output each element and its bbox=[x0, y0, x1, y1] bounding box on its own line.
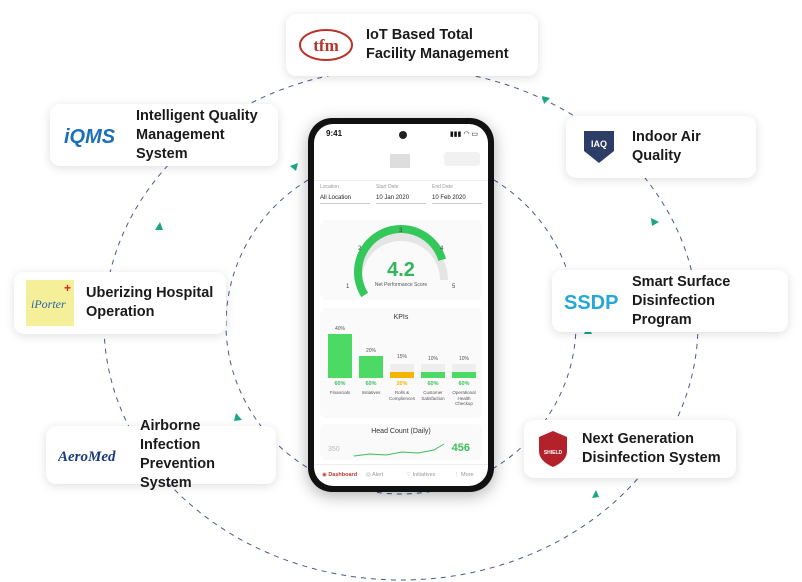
kpi-target-label: 15% bbox=[396, 353, 407, 360]
kpi-bar bbox=[452, 372, 476, 378]
card-label: Next Generation Disinfection System bbox=[582, 431, 721, 466]
card-shield[interactable]: SHIELD Next Generation Disinfection Syst… bbox=[524, 420, 736, 478]
iqms-logo: iQMS bbox=[62, 120, 124, 150]
card-aeromed[interactable]: AeroMed Airborne Infection Prevention Sy… bbox=[46, 418, 276, 491]
aeromed-logo: AeroMed bbox=[58, 444, 128, 466]
svg-text:SHIELD: SHIELD bbox=[544, 450, 563, 456]
kpi-actual-label: 20% bbox=[396, 381, 408, 387]
app-header bbox=[314, 144, 488, 181]
nav-dashboard[interactable]: ◉ Dashboard bbox=[322, 472, 358, 478]
kpi-title: KPIs bbox=[393, 314, 409, 321]
arrow-icon bbox=[155, 222, 163, 230]
kpi-category-label: Initiatives bbox=[361, 390, 381, 395]
kpi-category-label: Rolls & Compliences bbox=[388, 390, 415, 401]
gauge-tick: 2 bbox=[358, 246, 362, 252]
headcount-value: 456 bbox=[451, 442, 470, 454]
arrow-icon bbox=[542, 96, 550, 104]
gauge-tick: 4 bbox=[440, 246, 444, 252]
svg-text:iPorter: iPorter bbox=[31, 297, 66, 311]
ssdp-logo: SSDP bbox=[564, 287, 620, 315]
iaq-logo: IAQ bbox=[578, 127, 620, 167]
gauge-value: 4.2 bbox=[387, 259, 415, 281]
arrow-icon bbox=[651, 218, 659, 226]
arrow-icon bbox=[234, 413, 242, 421]
svg-text:IAQ: IAQ bbox=[591, 139, 607, 149]
gauge-label: Net Performance Score bbox=[375, 282, 427, 288]
kpi-bar bbox=[328, 334, 352, 378]
tfm-logo: tfm bbox=[298, 28, 354, 62]
headcount-panel: Head Count (Daily) 350 456 bbox=[320, 424, 482, 460]
kpi-target-label: 10% bbox=[427, 356, 438, 362]
svg-text:+: + bbox=[64, 281, 71, 295]
headcount-title: Head Count (Daily) bbox=[371, 428, 431, 435]
bottom-nav: ◉ Dashboard ◎ Alert ♡ Initiatives ⋮ More bbox=[314, 464, 488, 486]
nav-initiatives[interactable]: ♡ Initiatives bbox=[406, 472, 436, 478]
kpi-target-label: 20% bbox=[365, 348, 376, 354]
card-ssdp[interactable]: SSDP Smart Surface Disinfection Program bbox=[552, 270, 788, 332]
kpi-target-label: 40% bbox=[334, 326, 345, 332]
nav-alert[interactable]: ◎ Alert bbox=[366, 472, 384, 478]
status-icons: ▮▮▮ ◠ ▭ bbox=[449, 131, 478, 138]
kpi-actual-label: 60% bbox=[334, 381, 346, 387]
arrow-icon bbox=[290, 163, 298, 171]
kpi-category-label: Operational Health Checkup bbox=[452, 390, 476, 406]
kpi-bar bbox=[359, 356, 383, 378]
svg-text:tfm: tfm bbox=[313, 36, 338, 55]
gauge-fill bbox=[354, 225, 447, 298]
gauge-tick: 5 bbox=[452, 284, 456, 290]
shield-logo: SHIELD bbox=[536, 429, 570, 469]
card-label: Uberizing Hospital Operation bbox=[86, 285, 214, 320]
svg-text:SSDP: SSDP bbox=[564, 292, 618, 314]
card-iporter[interactable]: iPorter + Uberizing Hospital Operation bbox=[14, 272, 226, 334]
arrow-icon bbox=[592, 490, 599, 498]
kpi-panel: KPIs 40% 60% Financials 20% 60% Initiatives 15… bbox=[320, 308, 482, 418]
gauge-tick: 3 bbox=[399, 228, 403, 234]
camera-notch bbox=[399, 131, 407, 139]
svg-text:iQMS: iQMS bbox=[64, 126, 116, 148]
nav-more[interactable]: ⋮ More bbox=[454, 472, 474, 478]
kpi-actual-label: 60% bbox=[365, 381, 377, 387]
gauge-tick: 1 bbox=[346, 284, 350, 290]
card-label: Airborne Infection Prevention System bbox=[140, 418, 215, 491]
card-label: Intelligent Quality Management System bbox=[136, 107, 258, 162]
kpi-actual-label: 60% bbox=[427, 381, 439, 387]
headcount-target: 350 bbox=[328, 446, 340, 453]
card-iqms[interactable]: iQMS Intelligent Quality Management Syst… bbox=[50, 104, 278, 166]
iporter-logo: iPorter + bbox=[26, 280, 74, 326]
kpi-bar bbox=[390, 372, 414, 378]
svg-text:AeroMed: AeroMed bbox=[58, 449, 116, 465]
kpi-category-label: Financials bbox=[329, 390, 351, 395]
card-label: IoT Based Total Facility Management bbox=[366, 27, 509, 62]
card-label: Smart Surface Disinfection Program bbox=[632, 273, 731, 328]
kpi-category-label: Customer Satisfaction bbox=[421, 390, 445, 401]
performance-gauge: 4.2 Net Performance Score 1 2 3 4 5 bbox=[320, 220, 482, 300]
kpi-actual-label: 60% bbox=[458, 381, 470, 387]
kpi-target-label: 10% bbox=[458, 356, 469, 362]
kpi-bar bbox=[421, 372, 445, 378]
card-tfm[interactable]: tfm IoT Based Total Facility Management bbox=[286, 14, 538, 76]
status-time: 9:41 bbox=[326, 129, 343, 138]
card-label: Indoor Air Quality bbox=[632, 129, 701, 164]
card-iaq[interactable]: IAQ Indoor Air Quality bbox=[566, 116, 756, 178]
